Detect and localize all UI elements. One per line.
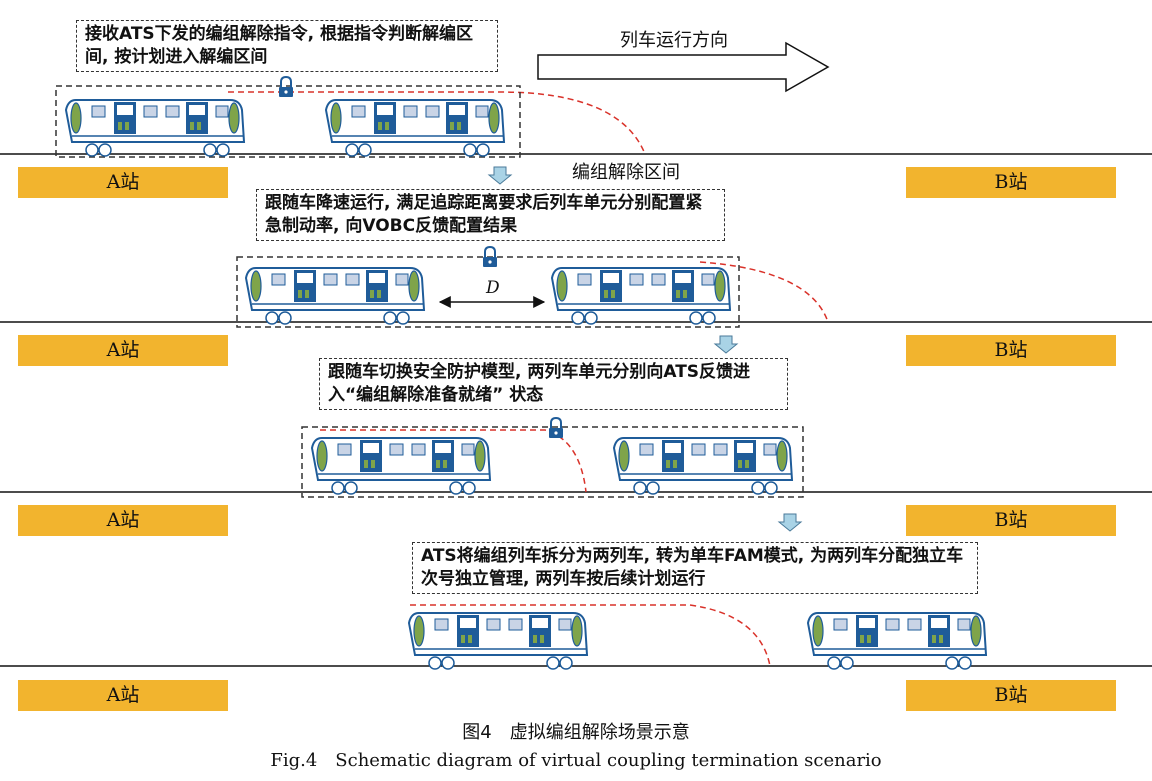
coupling-curve-3 bbox=[320, 429, 587, 493]
figure-caption-cn: 图4 虚拟编组解除场景示意 bbox=[462, 722, 690, 743]
step-arrow-icon bbox=[714, 335, 738, 354]
train-car bbox=[245, 267, 425, 325]
train-car bbox=[311, 437, 491, 495]
station-b: B站 bbox=[906, 505, 1116, 536]
step-arrow-icon bbox=[488, 166, 512, 185]
train-car bbox=[325, 99, 505, 157]
lock-icon bbox=[482, 246, 498, 268]
train-group-box-3 bbox=[301, 426, 804, 498]
train-car bbox=[551, 267, 731, 325]
direction-arrow bbox=[537, 41, 830, 93]
lock-icon bbox=[278, 76, 294, 98]
train-group-box-1 bbox=[55, 85, 521, 158]
station-b: B站 bbox=[906, 680, 1116, 711]
station-a: A站 bbox=[18, 167, 228, 198]
zone-label: 编组解除区间 bbox=[572, 162, 680, 183]
coupling-curve-2 bbox=[699, 261, 829, 323]
lock-icon bbox=[548, 417, 564, 439]
step-2-note: 跟随车降速运行, 满足追踪距离要求后列车单元分别配置紧急制动率, 向VOBC反馈… bbox=[256, 189, 725, 241]
station-a: A站 bbox=[18, 335, 228, 366]
train-car bbox=[65, 99, 245, 157]
train-car bbox=[807, 612, 987, 670]
direction-label: 列车运行方向 bbox=[620, 30, 728, 51]
train-car bbox=[613, 437, 793, 495]
step-arrow-icon bbox=[778, 513, 802, 532]
train-car bbox=[408, 612, 588, 670]
figure-caption-en: Fig.4 Schematic diagram of virtual coupl… bbox=[270, 750, 882, 771]
station-b: B站 bbox=[906, 335, 1116, 366]
coupling-curve-4 bbox=[410, 604, 771, 667]
step-3-note: 跟随车切换安全防护模型, 两列车单元分别向ATS反馈进入“编组解除准备就绪” 状… bbox=[319, 358, 788, 410]
step-4-note: ATS将编组列车拆分为两列车, 转为单车FAM模式, 为两列车分配独立车次号独立… bbox=[412, 542, 978, 594]
distance-label: D bbox=[486, 278, 500, 298]
step-1-note: 接收ATS下发的编组解除指令, 根据指令判断解编区间, 按计划进入解编区间 bbox=[76, 20, 498, 72]
station-a: A站 bbox=[18, 505, 228, 536]
coupling-curve-1 bbox=[228, 91, 646, 155]
station-a: A站 bbox=[18, 680, 228, 711]
station-b: B站 bbox=[906, 167, 1116, 198]
